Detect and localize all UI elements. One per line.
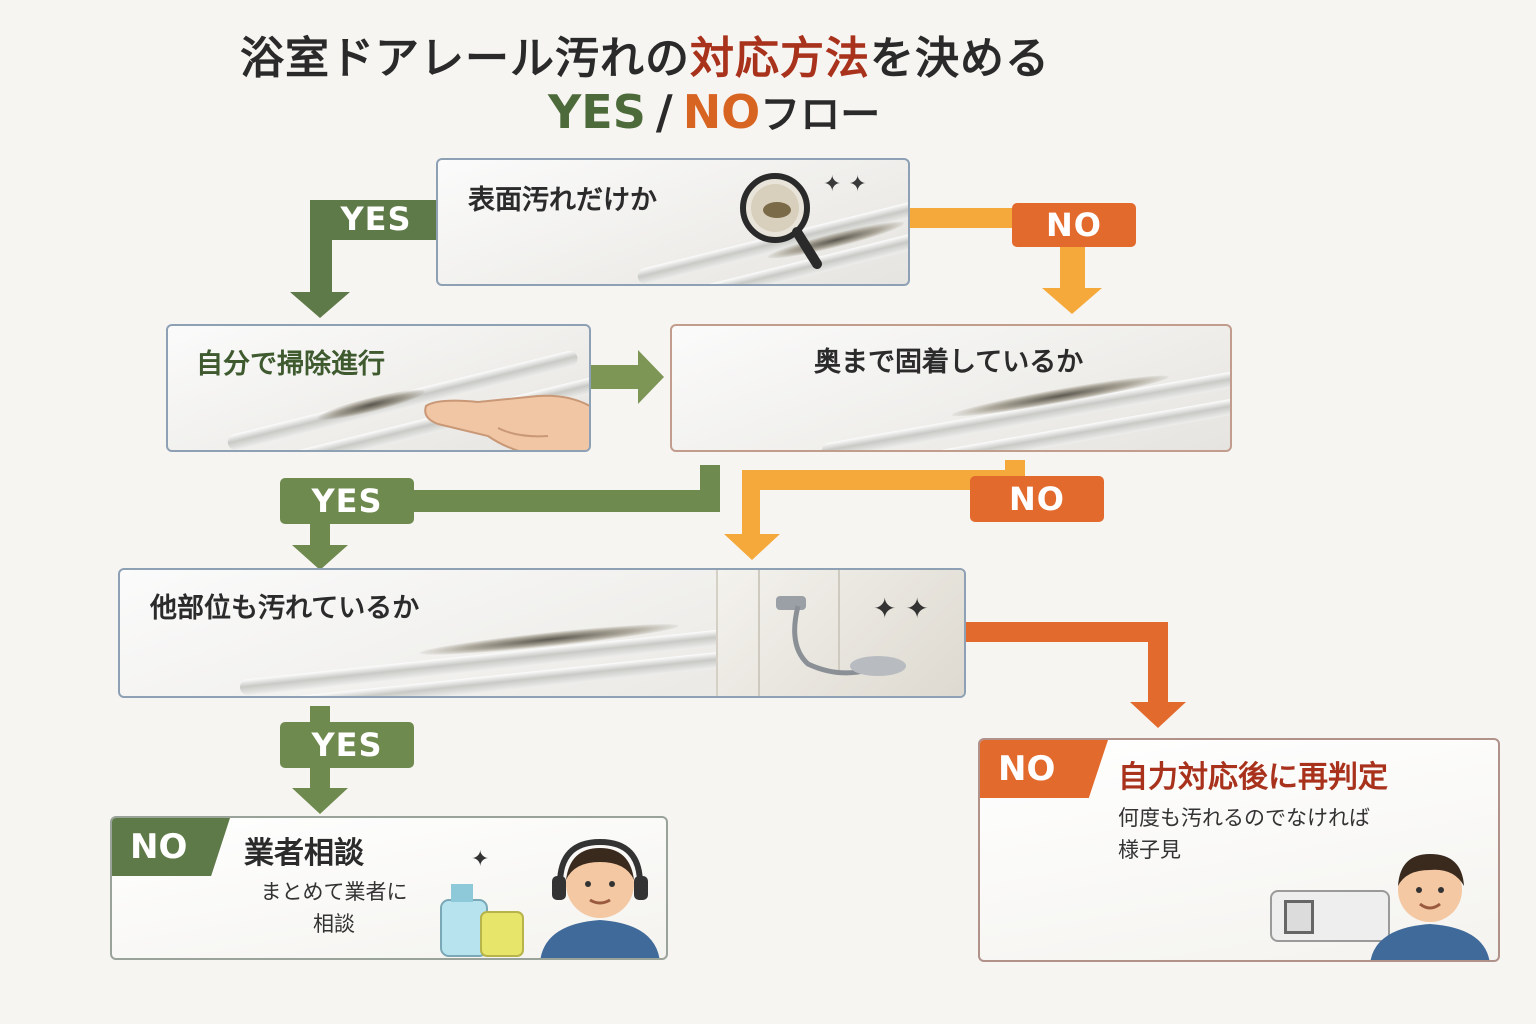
title-part1: 浴室ドアレール汚れの <box>240 33 690 84</box>
title-part3: を決める <box>870 33 1050 84</box>
subtitle-yes: YES <box>548 85 646 139</box>
page-subtitle: YES/NOフロー <box>548 82 880 140</box>
sparkle-icon: ✦ ✦ <box>873 592 929 625</box>
shower-faucet-icon <box>776 596 906 676</box>
tag-q1-yes: YES <box>340 200 412 238</box>
page-title: 浴室ドアレール汚れの対応方法を決める <box>240 22 1140 86</box>
result-recheck: NO 自力対応後に再判定 何度も汚れるのでなければ 様子見 <box>978 738 1500 962</box>
svg-text:✦: ✦ <box>471 847 489 872</box>
question-surface-dirt: 表面汚れだけか ✦ ✦ <box>436 158 910 286</box>
tag-q3-yes: YES <box>280 722 414 768</box>
subtitle-no: NO <box>682 85 761 139</box>
tag-q1-no: NO <box>1012 203 1136 247</box>
question-label: 奥まで固着しているか <box>814 347 1084 378</box>
result-badge: NO <box>980 740 1108 798</box>
wall-tile <box>758 570 760 696</box>
headset-operator-icon <box>540 838 660 958</box>
bath-corner-illustration: ✦ ✦ <box>716 570 964 696</box>
result-description: まとめて業者に 相談 <box>244 876 424 940</box>
magnifier-icon <box>740 173 822 269</box>
result-line1: まとめて業者に <box>260 880 408 904</box>
result-badge: NO <box>112 818 230 876</box>
question-label: 表面汚れだけか <box>468 185 657 216</box>
sparkle-icon: ✦ ✦ <box>823 172 867 197</box>
question-label: 他部位も汚れているか <box>150 593 420 624</box>
subtitle-slash: / <box>655 85 673 139</box>
subtitle-flow: フロー <box>760 92 881 138</box>
tag-q2-no: NO <box>970 476 1104 522</box>
pointing-finger-icon <box>424 394 589 450</box>
result-contractor-consult: NO 業者相談 まとめて業者に 相談 ✦ <box>110 816 668 960</box>
result-description: 何度も汚れるのでなければ 様子見 <box>1118 802 1448 866</box>
result-line1: 何度も汚れるのでなければ <box>1118 806 1370 830</box>
arrow-q3-no <box>966 622 1186 728</box>
person-icon <box>1370 854 1490 960</box>
result-line2: 相談 <box>313 912 355 936</box>
spray-bottle-icon: ✦ <box>440 847 524 957</box>
washer-door <box>1284 900 1314 934</box>
title-part2-highlight: 対応方法 <box>690 33 870 84</box>
result-line2: 様子見 <box>1118 838 1181 862</box>
question-other-areas: 他部位も汚れているか ✦ ✦ <box>118 568 966 698</box>
result-title: 自力対応後に再判定 <box>1118 760 1388 795</box>
question-deep-stain: 奥まで固着しているか <box>670 324 1232 452</box>
wall-tile <box>838 570 840 670</box>
tag-q2-yes: YES <box>280 478 414 524</box>
step-self-clean: 自分で掃除進行 <box>166 324 591 452</box>
result-title: 業者相談 <box>244 836 364 871</box>
washer-illustration <box>1270 890 1390 942</box>
step-label: 自分で掃除進行 <box>196 349 385 380</box>
